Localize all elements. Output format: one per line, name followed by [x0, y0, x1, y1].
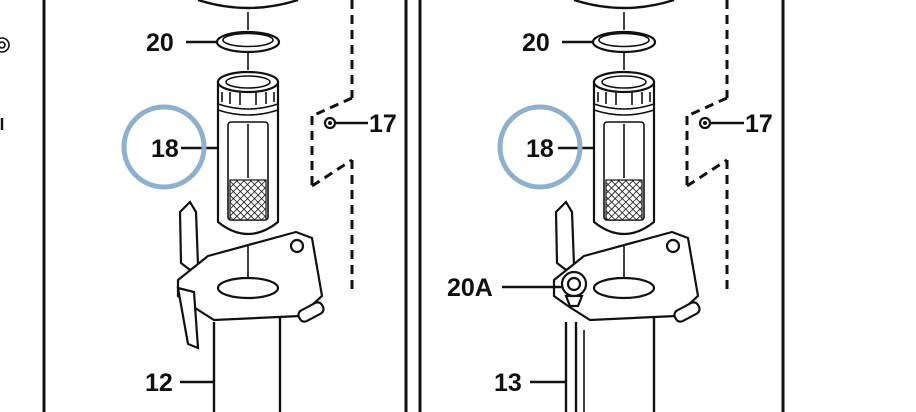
panel-borders [42, 0, 785, 412]
callout-18: 18 [526, 135, 554, 163]
clip-17 [323, 116, 337, 130]
clip-17 [698, 116, 712, 130]
pipe-12 [212, 318, 282, 412]
tank-outline-dashed [310, 0, 354, 290]
highlight-circle [497, 104, 583, 190]
mounting-bracket [552, 200, 701, 323]
callout-17: 17 [745, 110, 773, 138]
gasket-20 [591, 30, 657, 54]
housing-edge [197, 0, 299, 10]
gasket-20 [215, 30, 281, 54]
fuel-filter-18 [216, 70, 280, 235]
tank-outline-dashed [685, 0, 729, 290]
callout-12: 12 [145, 369, 173, 397]
callout-13: 13 [494, 369, 522, 397]
pipe-13 [564, 318, 656, 412]
callout-20: 20 [146, 29, 174, 57]
callout-20: 20 [522, 29, 550, 57]
fuel-filter-18 [592, 70, 656, 235]
edge-bolt-partial [0, 37, 10, 53]
fitting-20a [560, 270, 588, 308]
callout-20a: 20A [447, 274, 493, 302]
highlight-circle [121, 104, 207, 190]
right-panel: 20 18 [447, 0, 773, 412]
callout-18: 18 [151, 135, 179, 163]
callout-17: 17 [369, 110, 397, 138]
housing-edge [573, 0, 675, 10]
left-panel: 20 18 [121, 0, 397, 412]
mounting-bracket [176, 200, 325, 350]
